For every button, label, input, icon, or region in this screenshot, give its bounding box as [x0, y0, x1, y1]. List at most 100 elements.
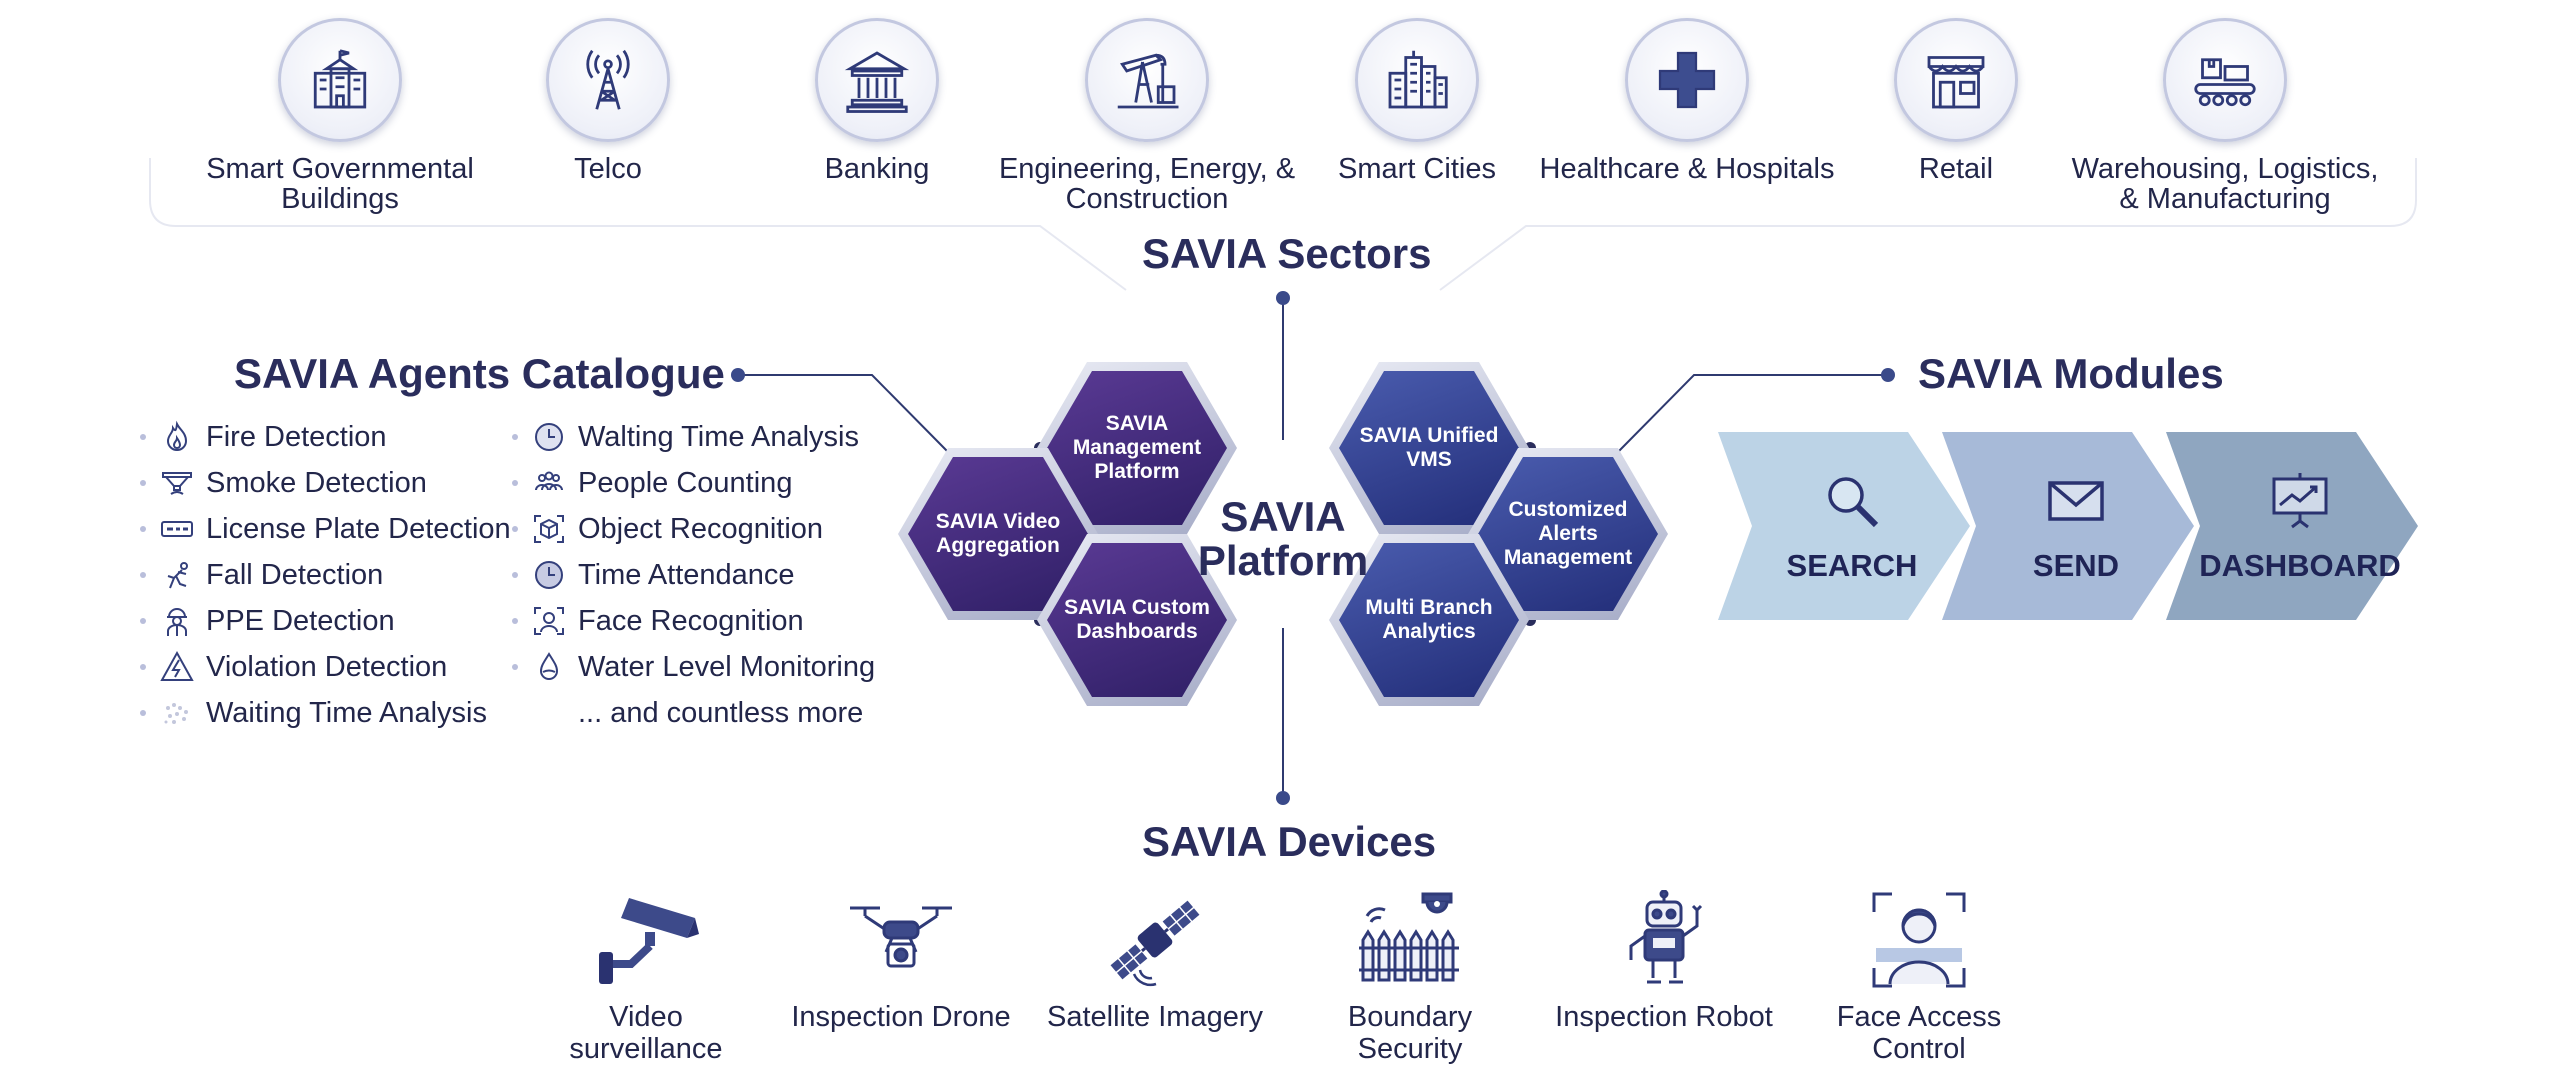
sector-icon-badge: [1355, 18, 1479, 142]
sector-retail: Retail: [1796, 18, 2116, 184]
hex-label: SAVIA Custom Dashboards: [1047, 543, 1227, 697]
warning-triangle-icon: [160, 650, 194, 681]
sector-label: Smart Cities: [1338, 153, 1496, 185]
sector-icon-badge: [2163, 18, 2287, 142]
list-item: Time Attendance: [512, 552, 875, 598]
sector-label: Telco: [574, 153, 642, 185]
water-drop-icon: [539, 652, 559, 680]
agent-label: Fall Detection: [206, 558, 384, 591]
agent-label: PPE Detection: [206, 604, 395, 637]
agent-label: Face Recognition: [578, 604, 804, 637]
sector-label: Engineering, Energy, & Construction: [998, 153, 1296, 215]
bullet-dot: [140, 480, 146, 486]
device-label: Video surveillance: [569, 1001, 723, 1065]
module-label: SEND: [2032, 547, 2120, 583]
agent-label: Water Level Monitoring: [578, 650, 876, 683]
sector-healthcare-hospitals: Healthcare & Hospitals: [1527, 18, 1847, 184]
list-item: People Counting: [512, 460, 875, 506]
storefront-icon: [1927, 56, 1985, 109]
agent-label: Waiting Time Analysis: [206, 696, 487, 729]
smoke-detector-icon: [162, 472, 192, 495]
object-scan-icon: [534, 515, 564, 543]
sector-warehousing-logistics-manufacturing: Warehousing, Logistics, & Manufacturing: [2065, 18, 2385, 214]
agent-label: Violation Detection: [206, 650, 448, 683]
sector-icon-badge: [1085, 18, 1209, 142]
bullet-dot: [512, 664, 518, 670]
government-building-icon: [313, 49, 367, 109]
modules-connector-line: [1617, 374, 1888, 453]
device-face-access-control: Face Access Control: [1809, 885, 2029, 1065]
sector-label: Banking: [824, 153, 930, 185]
magnifier-icon: [1828, 476, 1879, 527]
hex-multi-branch-analytics: Multi Branch Analytics: [1329, 534, 1529, 706]
robot-icon: [1629, 890, 1703, 984]
sector-icon-badge: [815, 18, 939, 142]
face-frame-icon: [1872, 892, 1966, 988]
bullet-dot: [512, 526, 518, 532]
devices-heading: SAVIA Devices: [1142, 818, 1437, 865]
sector-label: Healthcare & Hospitals: [1539, 153, 1835, 185]
module-dashboard: DASHBOARD: [2199, 432, 2401, 620]
bullet-dot: [512, 618, 518, 624]
fence-camera-icon: [1359, 892, 1459, 982]
bullet-dot: [140, 710, 146, 716]
people-group-icon: [535, 471, 563, 491]
module-label: SEARCH: [1786, 547, 1918, 583]
hex-alerts-management: Customized Alerts Management: [1468, 448, 1668, 620]
bullet-dot: [512, 480, 518, 486]
modules-heading: SAVIA Modules: [1918, 350, 2224, 397]
list-item: License Plate Detection: [140, 506, 511, 552]
falling-person-icon: [167, 562, 188, 589]
list-item: Waiting Time Analysis: [140, 690, 511, 736]
bullet-dot: [512, 434, 518, 440]
list-item: PPE Detection: [140, 598, 511, 644]
clock-icon: [535, 423, 563, 451]
drone-icon: [850, 906, 952, 968]
bullet-dot: [140, 572, 146, 578]
agent-label: ... and countless more: [578, 696, 864, 729]
devices-connector-dot: [1276, 791, 1290, 805]
agents-connector-dot: [731, 368, 745, 382]
device-inspection-drone: Inspection Drone: [791, 885, 1011, 1033]
sectors-heading: SAVIA Sectors: [1142, 230, 1432, 277]
agent-label: Object Recognition: [578, 512, 824, 545]
list-item: Fall Detection: [140, 552, 511, 598]
license-plate-icon: [161, 521, 193, 537]
sector-smart-cities: Smart Cities: [1257, 18, 1577, 184]
bullet-dot: [512, 572, 518, 578]
sector-label: Smart Governmental Buildings: [206, 153, 474, 215]
hex-label: Multi Branch Analytics: [1339, 543, 1519, 697]
device-label: Inspection Robot: [1555, 1001, 1773, 1033]
sector-engineering-energy-construction: Engineering, Energy, & Construction: [987, 18, 1307, 214]
conveyor-boxes-icon: [2194, 58, 2256, 107]
oil-pump-icon: [1117, 53, 1179, 109]
sector-label: Retail: [1918, 153, 1994, 185]
list-item: Object Recognition: [512, 506, 875, 552]
module-arrow-send: [1942, 432, 2194, 620]
sectors-connector-dot: [1276, 291, 1290, 305]
bullet-dot: [140, 434, 146, 440]
agents-list-left: Fire Detection Smoke Detection License P…: [140, 414, 511, 736]
list-item: Face Recognition: [512, 598, 875, 644]
presentation-chart-icon: [2272, 472, 2328, 528]
agents-list-right: Walting Time Analysis People Counting Ob…: [512, 414, 875, 736]
sector-icon-badge: [1894, 18, 2018, 142]
device-boundary-security: Boundary Security: [1300, 885, 1520, 1065]
device-inspection-robot: Inspection Robot: [1554, 885, 1774, 1033]
agent-label: Smoke Detection: [206, 466, 427, 499]
satellite-icon: [1108, 898, 1202, 987]
sector-label: Warehousing, Logistics, & Manufacturing: [2071, 153, 2379, 215]
agents-connector-line: [738, 374, 949, 453]
agent-label: License Plate Detection: [206, 512, 511, 545]
agents-heading: SAVIA Agents Catalogue: [234, 350, 725, 397]
agent-label: Fire Detection: [206, 420, 387, 453]
device-label: Boundary Security: [1347, 1001, 1473, 1065]
device-video-surveillance: Video surveillance: [536, 885, 756, 1065]
flame-icon: [166, 420, 188, 451]
module-send: SEND: [1976, 432, 2176, 620]
bullet-dot: [140, 618, 146, 624]
list-item: Violation Detection: [140, 644, 511, 690]
dotted-cluster-icon: [164, 703, 188, 724]
sectors-panel-outline: [149, 158, 2417, 291]
sector-telco: Telco: [448, 18, 768, 184]
